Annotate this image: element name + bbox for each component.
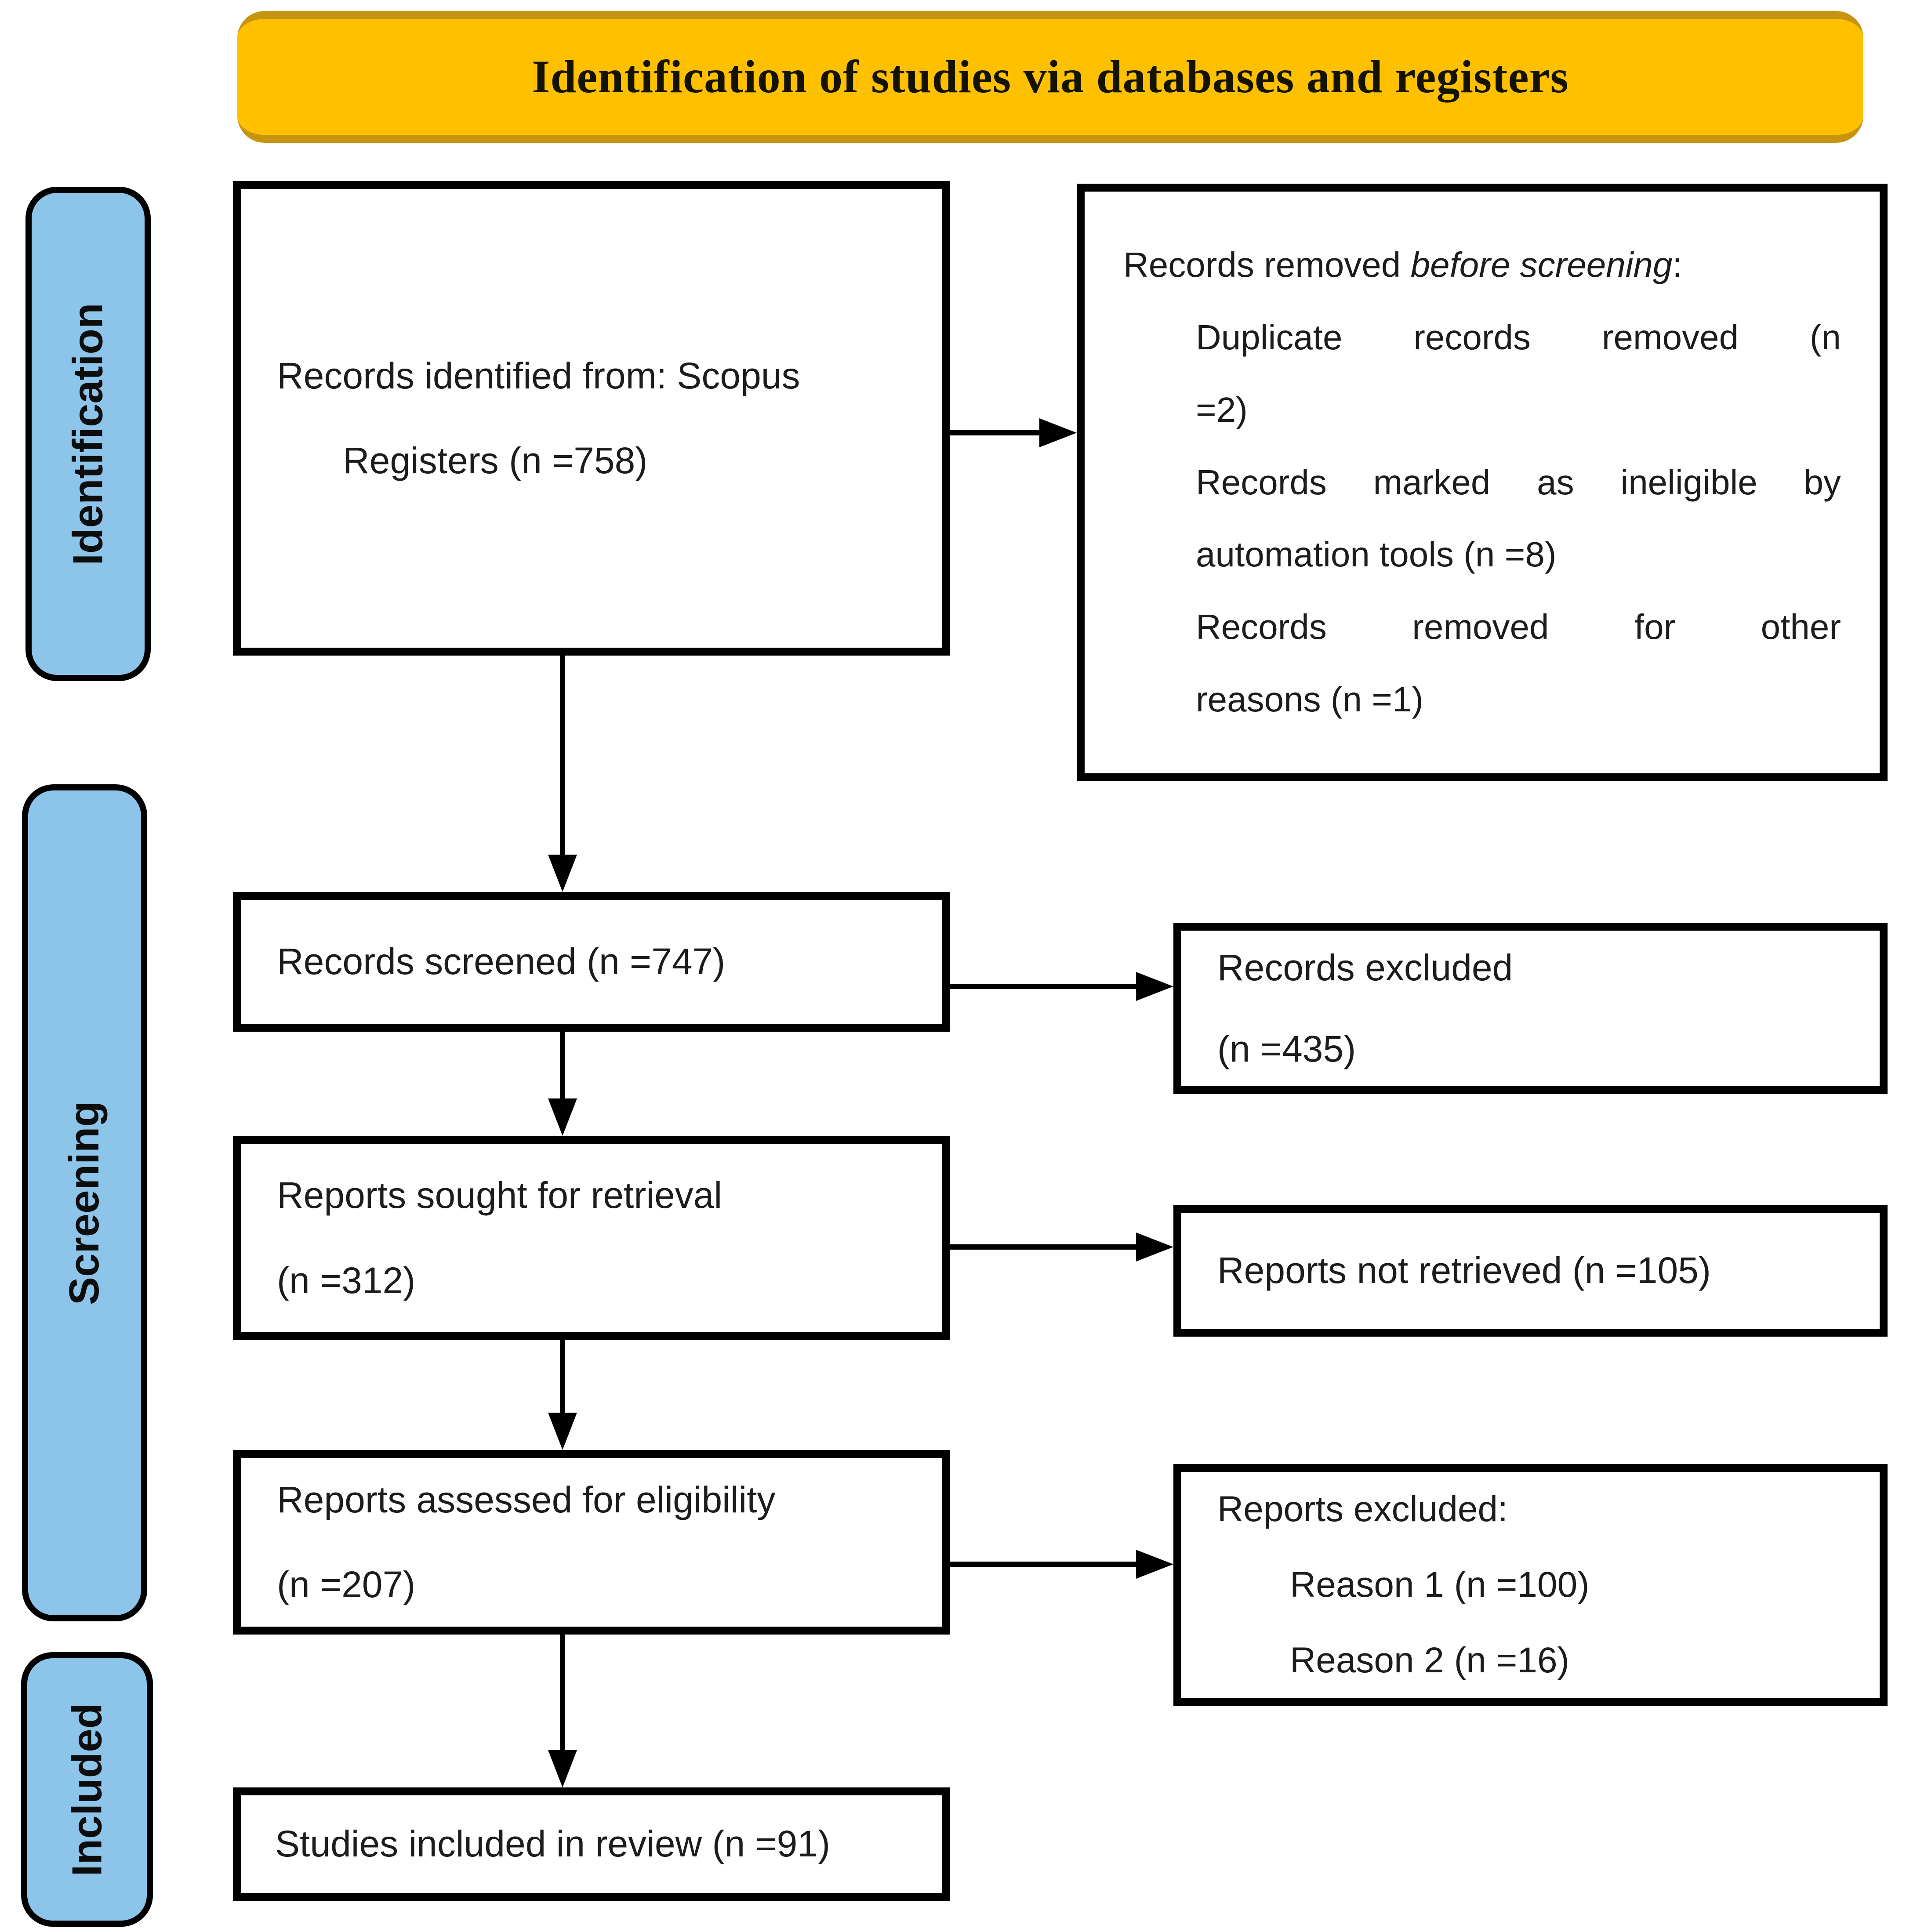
stage-label-screening: Screening (22, 784, 147, 1621)
reports-excluded-heading: Reports excluded: (1217, 1489, 1508, 1529)
reports-sought-line2: (n =312) (277, 1259, 416, 1301)
stage-label-identification-text: Identification (64, 302, 112, 565)
records-removed-item-duplicates: Duplicate records removed (n =2) (1123, 301, 1841, 446)
item-line: automation tools (n =8) (1196, 535, 1557, 574)
records-removed-heading-italic: before screening (1410, 245, 1673, 285)
records-excluded-line2: (n =435) (1217, 1028, 1356, 1069)
arrow-identified-to-removed-line (949, 430, 1039, 435)
diagram-title: Identification of studies via databases … (532, 51, 1569, 102)
arrow-sought-to-assessed-line (560, 1340, 565, 1415)
reports-sought-line1: Reports sought for retrieval (277, 1174, 722, 1216)
item-line: reasons (n =1) (1196, 679, 1424, 719)
arrow-screened-to-excluded-line (949, 984, 1136, 989)
arrow-assessed-to-included-line (560, 1635, 565, 1753)
arrow-assessed-to-reports-excluded-line (949, 1562, 1136, 1567)
records-removed-heading-prefix: Records removed (1123, 245, 1411, 285)
item-line: =2) (1196, 390, 1248, 429)
box-records-removed-before-screening: Records removed before screening: Duplic… (1077, 184, 1888, 781)
arrow-down-icon (548, 1098, 577, 1136)
reports-assessed-line2: (n =207) (277, 1564, 416, 1605)
arrow-right-icon (1136, 972, 1173, 1001)
box-records-identified: Records identified from: Scopus Register… (233, 181, 950, 656)
reports-assessed-line1: Reports assessed for eligibility (277, 1479, 776, 1520)
box-records-excluded: Records excluded (n =435) (1173, 923, 1888, 1094)
item-line: Records removed for other (1196, 607, 1841, 647)
title-banner: Identification of studies via databases … (237, 11, 1863, 143)
records-removed-heading: Records removed before screening: (1123, 229, 1841, 301)
item-line: Records marked as ineligible by (1196, 462, 1841, 502)
box-records-screened: Records screened (n =747) (233, 892, 950, 1032)
arrow-down-icon (548, 1750, 577, 1787)
arrow-identified-to-screened-line (560, 656, 565, 857)
stage-label-included-text: Included (63, 1703, 110, 1876)
arrow-sought-to-not-retrieved-line (949, 1244, 1136, 1250)
records-identified-line1: Records identified from: Scopus (277, 355, 800, 396)
arrow-screened-to-sought-line (560, 1032, 565, 1103)
reports-excluded-reason-2: Reason 2 (n =16) (1290, 1640, 1569, 1681)
stage-label-included: Included (21, 1652, 153, 1927)
records-removed-item-automation: Records marked as ineligible by automati… (1123, 446, 1841, 591)
stage-label-screening-text: Screening (61, 1101, 108, 1305)
records-identified-line2: Registers (n =758) (343, 440, 648, 481)
box-reports-not-retrieved: Reports not retrieved (n =105) (1173, 1205, 1888, 1337)
records-screened-text: Records screened (n =747) (277, 941, 726, 982)
box-reports-excluded: Reports excluded: Reason 1 (n =100) Reas… (1173, 1464, 1888, 1706)
reports-not-retrieved-text: Reports not retrieved (n =105) (1217, 1250, 1711, 1291)
arrow-right-icon (1136, 1232, 1173, 1261)
box-reports-assessed: Reports assessed for eligibility (n =207… (233, 1450, 950, 1635)
box-studies-included: Studies included in review (n =91) (233, 1787, 950, 1901)
reports-excluded-reason-1: Reason 1 (n =100) (1290, 1564, 1590, 1605)
arrow-right-icon (1136, 1550, 1173, 1579)
arrow-right-icon (1039, 418, 1077, 447)
arrow-down-icon (548, 1413, 577, 1450)
records-removed-heading-suffix: : (1672, 245, 1682, 285)
studies-included-text: Studies included in review (n =91) (275, 1823, 831, 1865)
item-line: Duplicate records removed (n (1196, 318, 1841, 357)
records-removed-item-other: Records removed for other reasons (n =1) (1123, 591, 1841, 736)
stage-label-identification: Identification (25, 187, 151, 681)
box-reports-sought: Reports sought for retrieval (n =312) (233, 1136, 950, 1340)
records-excluded-line1: Records excluded (1217, 947, 1513, 989)
arrow-down-icon (548, 855, 577, 892)
